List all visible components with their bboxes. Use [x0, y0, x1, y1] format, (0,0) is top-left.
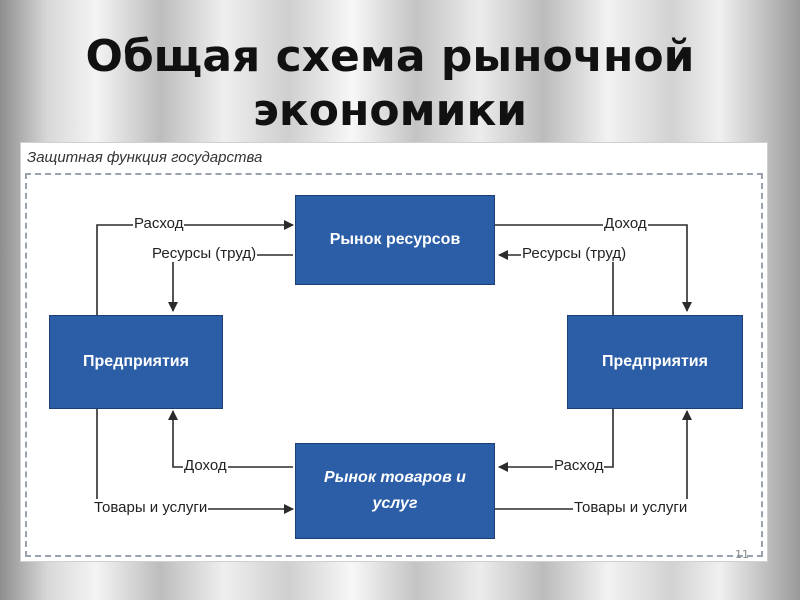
label-right-resources: Ресурсы (труд): [521, 245, 628, 262]
right-enterprise-label: Предприятия: [602, 353, 708, 370]
state-protection-frame: [25, 173, 763, 557]
arrow-right-income: [493, 224, 692, 312]
label-left-goods: Товары и услуги: [93, 499, 209, 516]
right-enterprise-box: Предприятия: [567, 315, 743, 409]
diagram-panel: Защитная функция государства: [20, 142, 768, 562]
goods-market-box: Рынок товаров и услуг: [295, 443, 495, 539]
left-enterprise-label: Предприятия: [83, 353, 189, 370]
label-left-resources: Ресурсы (труд): [151, 245, 258, 262]
title-line-1: Общая схема рыночной: [85, 31, 695, 82]
state-protection-label: Защитная функция государства: [27, 149, 263, 166]
left-enterprise-box: Предприятия: [49, 315, 223, 409]
goods-market-label-line1: Рынок товаров и: [324, 469, 466, 486]
goods-market-label-line2: услуг: [372, 495, 418, 512]
label-right-expense: Расход: [553, 457, 605, 474]
slide-title: Общая схема рыночной экономики: [0, 30, 780, 138]
arrow-right-expense: [498, 407, 614, 472]
arrow-right-resources: [498, 250, 614, 315]
title-line-2: экономики: [252, 85, 528, 136]
label-left-income: Доход: [183, 457, 228, 474]
arrow-left-income: [168, 410, 293, 468]
page-number: 11: [735, 548, 749, 561]
resource-market-label: Рынок ресурсов: [329, 231, 461, 248]
label-left-expense: Расход: [133, 215, 185, 232]
arrow-left-expense: [96, 220, 294, 315]
label-right-income: Доход: [603, 215, 648, 232]
label-right-goods: Товары и услуги: [573, 499, 689, 516]
resource-market-box: Рынок ресурсов: [295, 195, 495, 285]
arrow-left-resources: [168, 254, 293, 312]
